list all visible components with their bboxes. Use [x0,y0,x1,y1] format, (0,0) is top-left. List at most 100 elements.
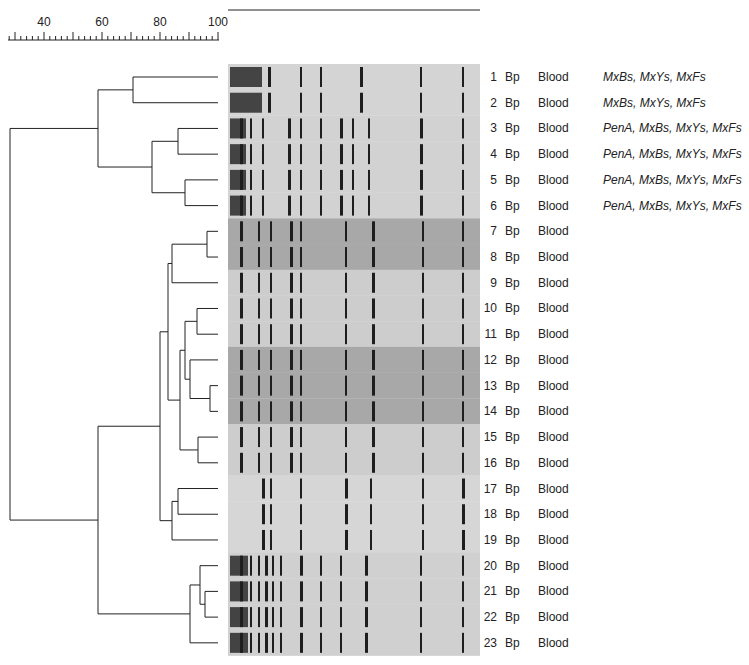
scale-tick [113,36,114,40]
isolate-number: 10 [484,301,497,315]
gel-band [372,427,375,447]
scale-tick [119,36,120,40]
gel-band [320,67,322,87]
gel-band [270,530,272,550]
gel-band [250,196,252,216]
gel-band [462,93,464,113]
gel-band [240,607,243,627]
gel-band [352,144,354,164]
gel-band [290,350,293,370]
gel-band [270,273,272,293]
gel-band [345,324,347,344]
gel-band [462,144,464,164]
gel-band [372,324,375,344]
dendrogram-branch [207,231,218,232]
gel-band [262,196,264,216]
species-label: Bp [505,533,520,547]
dendrogram-branch [190,584,200,585]
scale-tick [160,32,161,40]
species-label: Bp [505,456,520,470]
gel-band [300,324,302,344]
gel-lane [228,578,480,604]
source-label: Blood [538,250,569,264]
gel-band [270,221,272,241]
species-label: Bp [505,199,520,213]
gel-band [240,401,243,421]
gel-band [300,376,302,396]
gel-band [420,144,423,164]
gel-band [270,247,272,267]
gel-band [372,221,375,241]
gel-band [420,581,422,601]
gel-band [462,118,464,138]
gel-lane [228,90,480,116]
gel-band [290,401,293,421]
scale-label: 60 [95,15,108,29]
gel-band [258,556,260,576]
scale-tick [171,36,172,40]
dendrogram-branch [197,334,218,335]
gel-band [300,93,302,113]
source-label: Blood [538,276,569,290]
gel-band [300,196,302,216]
gel-band [265,556,268,576]
gel-lane [228,64,480,90]
gel-lane [228,476,480,502]
gel-band [422,530,424,550]
gel-band [240,144,243,164]
dendrogram-branch [178,128,218,129]
gel-lane [228,424,480,450]
gel-band [258,427,260,447]
gel-band [240,170,243,190]
gel-smear [230,118,246,138]
dendrogram-branch [200,565,218,566]
gel-band [290,427,293,447]
gel-band [240,427,243,447]
gel-band [422,504,424,524]
dendrogram-branch [168,400,180,401]
gel-band [270,324,272,344]
gel-band [360,93,363,113]
gel-band [340,607,342,627]
source-label: Blood [538,327,569,341]
dendrogram-branch [198,437,218,438]
resistance-genes: PenA, MxBs, MxYs, MxFs [603,121,742,135]
gel-band [262,504,265,524]
gel-band [320,170,322,190]
dendrogram-branch [205,591,218,592]
gel-band [280,633,282,653]
species-label: Bp [505,559,520,573]
gel-band [462,556,464,576]
source-label: Blood [538,379,569,393]
gel-band [258,453,260,473]
isolate-number: 22 [484,610,497,624]
gel-band [370,479,372,499]
scale-tick [212,36,213,40]
isolate-number: 18 [484,507,497,521]
scale-tick [131,32,132,40]
gel-band [250,118,252,138]
gel-band [352,118,354,138]
gel-band [250,607,252,627]
dendrogram-branch [190,359,218,360]
gel-band [368,196,370,216]
gel-band [320,607,322,627]
scale-tick [20,36,21,40]
gel-lane [228,321,480,347]
gel-band [250,556,252,576]
gel-band [420,67,422,87]
gel-band [288,144,291,164]
gel-band [345,453,347,473]
gel-band [258,273,260,293]
scale-tick [61,36,62,40]
gel-smear [230,67,262,87]
isolate-number: 4 [490,147,497,161]
gel-band [462,607,464,627]
gel-band [240,273,243,293]
source-label: Blood [538,404,569,418]
gel-band [462,504,465,524]
gel-band [250,581,252,601]
gel-band [365,581,368,601]
scale-tick [84,36,85,40]
dendrogram-branch [98,167,152,168]
